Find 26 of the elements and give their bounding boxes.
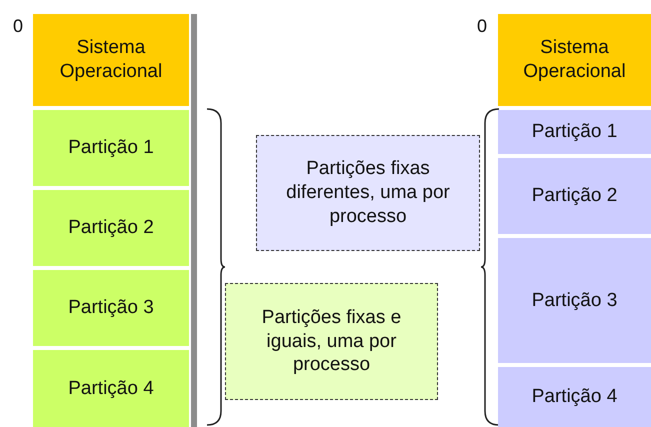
os-block (33, 14, 189, 106)
partition-block (33, 190, 189, 266)
note-box (225, 283, 438, 400)
partition-block (498, 367, 651, 427)
partition-block (33, 270, 189, 346)
note-box (256, 135, 480, 251)
os-block (498, 14, 651, 106)
node-text: Partição 2 (532, 184, 618, 208)
partition-block (498, 238, 651, 363)
node-text: Partição 4 (68, 376, 154, 400)
node-text: Partição 3 (68, 296, 154, 320)
node-text: Partição 1 (68, 136, 154, 160)
node-text: Partição 4 (532, 385, 618, 409)
partition-block (498, 158, 651, 234)
partition-block (498, 110, 651, 154)
node-text: Partição 3 (532, 288, 618, 312)
node-text: Partições fixas e iguais, uma por processo (260, 306, 402, 378)
node-text: Sistema Operacional (522, 36, 627, 84)
partition-block (33, 350, 189, 427)
node-text: Sistema Operacional (58, 36, 164, 84)
address-label: 0 (477, 16, 488, 37)
node-text: Partições fixas diferentes, uma por processo (285, 157, 451, 229)
node-text: Partição 1 (532, 120, 618, 144)
partition-block (33, 110, 189, 186)
node-text: Partição 2 (68, 216, 154, 240)
address-label: 0 (13, 16, 24, 37)
